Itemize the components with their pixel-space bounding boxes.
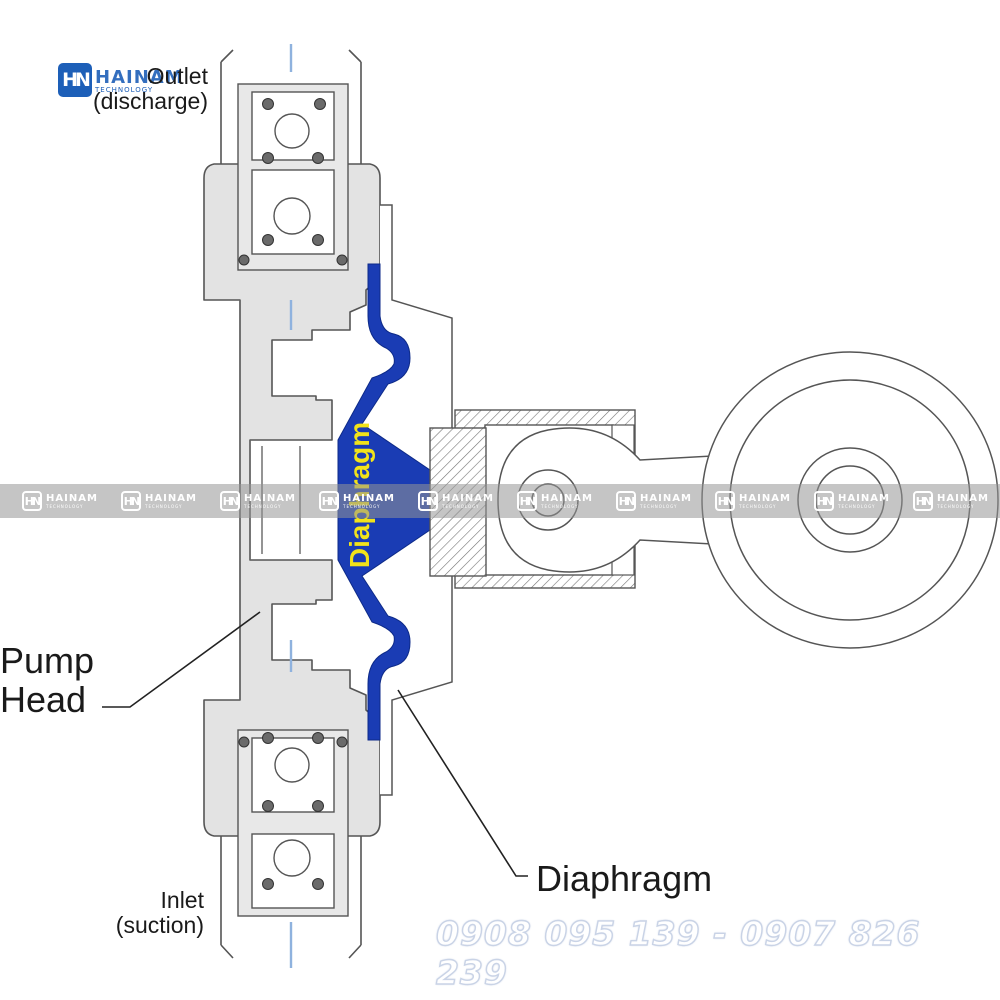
watermark-brand: HAINAM bbox=[739, 493, 791, 504]
company-logo: HN HAINAM TECHNOLOGY bbox=[58, 62, 184, 98]
logo-text: HAINAM TECHNOLOGY bbox=[95, 67, 184, 94]
outlet-label: Outlet (discharge) bbox=[60, 64, 208, 114]
pump-head-label-line1: Pump bbox=[0, 640, 95, 681]
inlet-label-line1: Inlet bbox=[160, 887, 204, 913]
pump-head-label-line2: Head bbox=[0, 678, 87, 720]
watermark-sub: TECHNOLOGY bbox=[640, 504, 678, 509]
watermark-sub: TECHNOLOGY bbox=[46, 504, 84, 509]
watermark-mark: HN bbox=[517, 491, 537, 511]
watermark-mark: HN bbox=[319, 491, 339, 511]
watermark-brand: HAINAM bbox=[937, 493, 989, 504]
outlet-label-line2: (discharge) bbox=[92, 87, 208, 114]
watermark-brand: HAINAM bbox=[343, 493, 395, 504]
logo-sub: TECHNOLOGY bbox=[95, 85, 154, 94]
outlet-label-line1: Outlet bbox=[146, 63, 208, 89]
outlet-valve bbox=[237, 83, 349, 271]
watermark-sub: TECHNOLOGY bbox=[541, 504, 579, 509]
watermark-mark: HN bbox=[220, 491, 240, 511]
inlet-label: Inlet (suction) bbox=[60, 888, 204, 938]
watermark-mark: HN bbox=[913, 491, 933, 511]
inlet-valve bbox=[237, 729, 349, 917]
watermark-brand: HAINAM bbox=[838, 493, 890, 504]
watermark-sub: TECHNOLOGY bbox=[937, 504, 975, 509]
watermark-mark: HN bbox=[22, 491, 42, 511]
leader-lines bbox=[102, 611, 528, 877]
watermark-mark: HN bbox=[616, 491, 636, 511]
watermark-sub: TECHNOLOGY bbox=[145, 504, 183, 509]
watermark-mark: HN bbox=[715, 491, 735, 511]
watermark-mark: HN bbox=[418, 491, 438, 511]
watermark-brand: HAINAM bbox=[244, 493, 296, 504]
watermark-sub: TECHNOLOGY bbox=[739, 504, 777, 509]
pump-head-label: Pump Head bbox=[0, 640, 95, 720]
watermark-sub: TECHNOLOGY bbox=[343, 504, 381, 509]
watermark-brand: HAINAM bbox=[145, 493, 197, 504]
watermark-brand: HAINAM bbox=[541, 493, 593, 504]
watermark-brand: HAINAM bbox=[46, 493, 98, 504]
logo-brand: HAINAM bbox=[95, 66, 184, 88]
watermark-mark: HN bbox=[121, 491, 141, 511]
watermark-sub: TECHNOLOGY bbox=[838, 504, 876, 509]
watermark-brand: HAINAM bbox=[442, 493, 494, 504]
watermark-brand: HAINAM bbox=[640, 493, 692, 504]
watermark-sub: TECHNOLOGY bbox=[244, 504, 282, 509]
watermark-sub: TECHNOLOGY bbox=[442, 504, 480, 509]
watermark-mark: HN bbox=[814, 491, 834, 511]
contact-phone: 0908 095 139 - 0907 826 239 bbox=[435, 913, 921, 992]
diaphragm-callout-label: Diaphragm bbox=[536, 858, 713, 899]
valve-casing bbox=[220, 49, 362, 959]
logo-mark: HN bbox=[58, 63, 92, 97]
inlet-label-line2: (suction) bbox=[115, 911, 204, 938]
